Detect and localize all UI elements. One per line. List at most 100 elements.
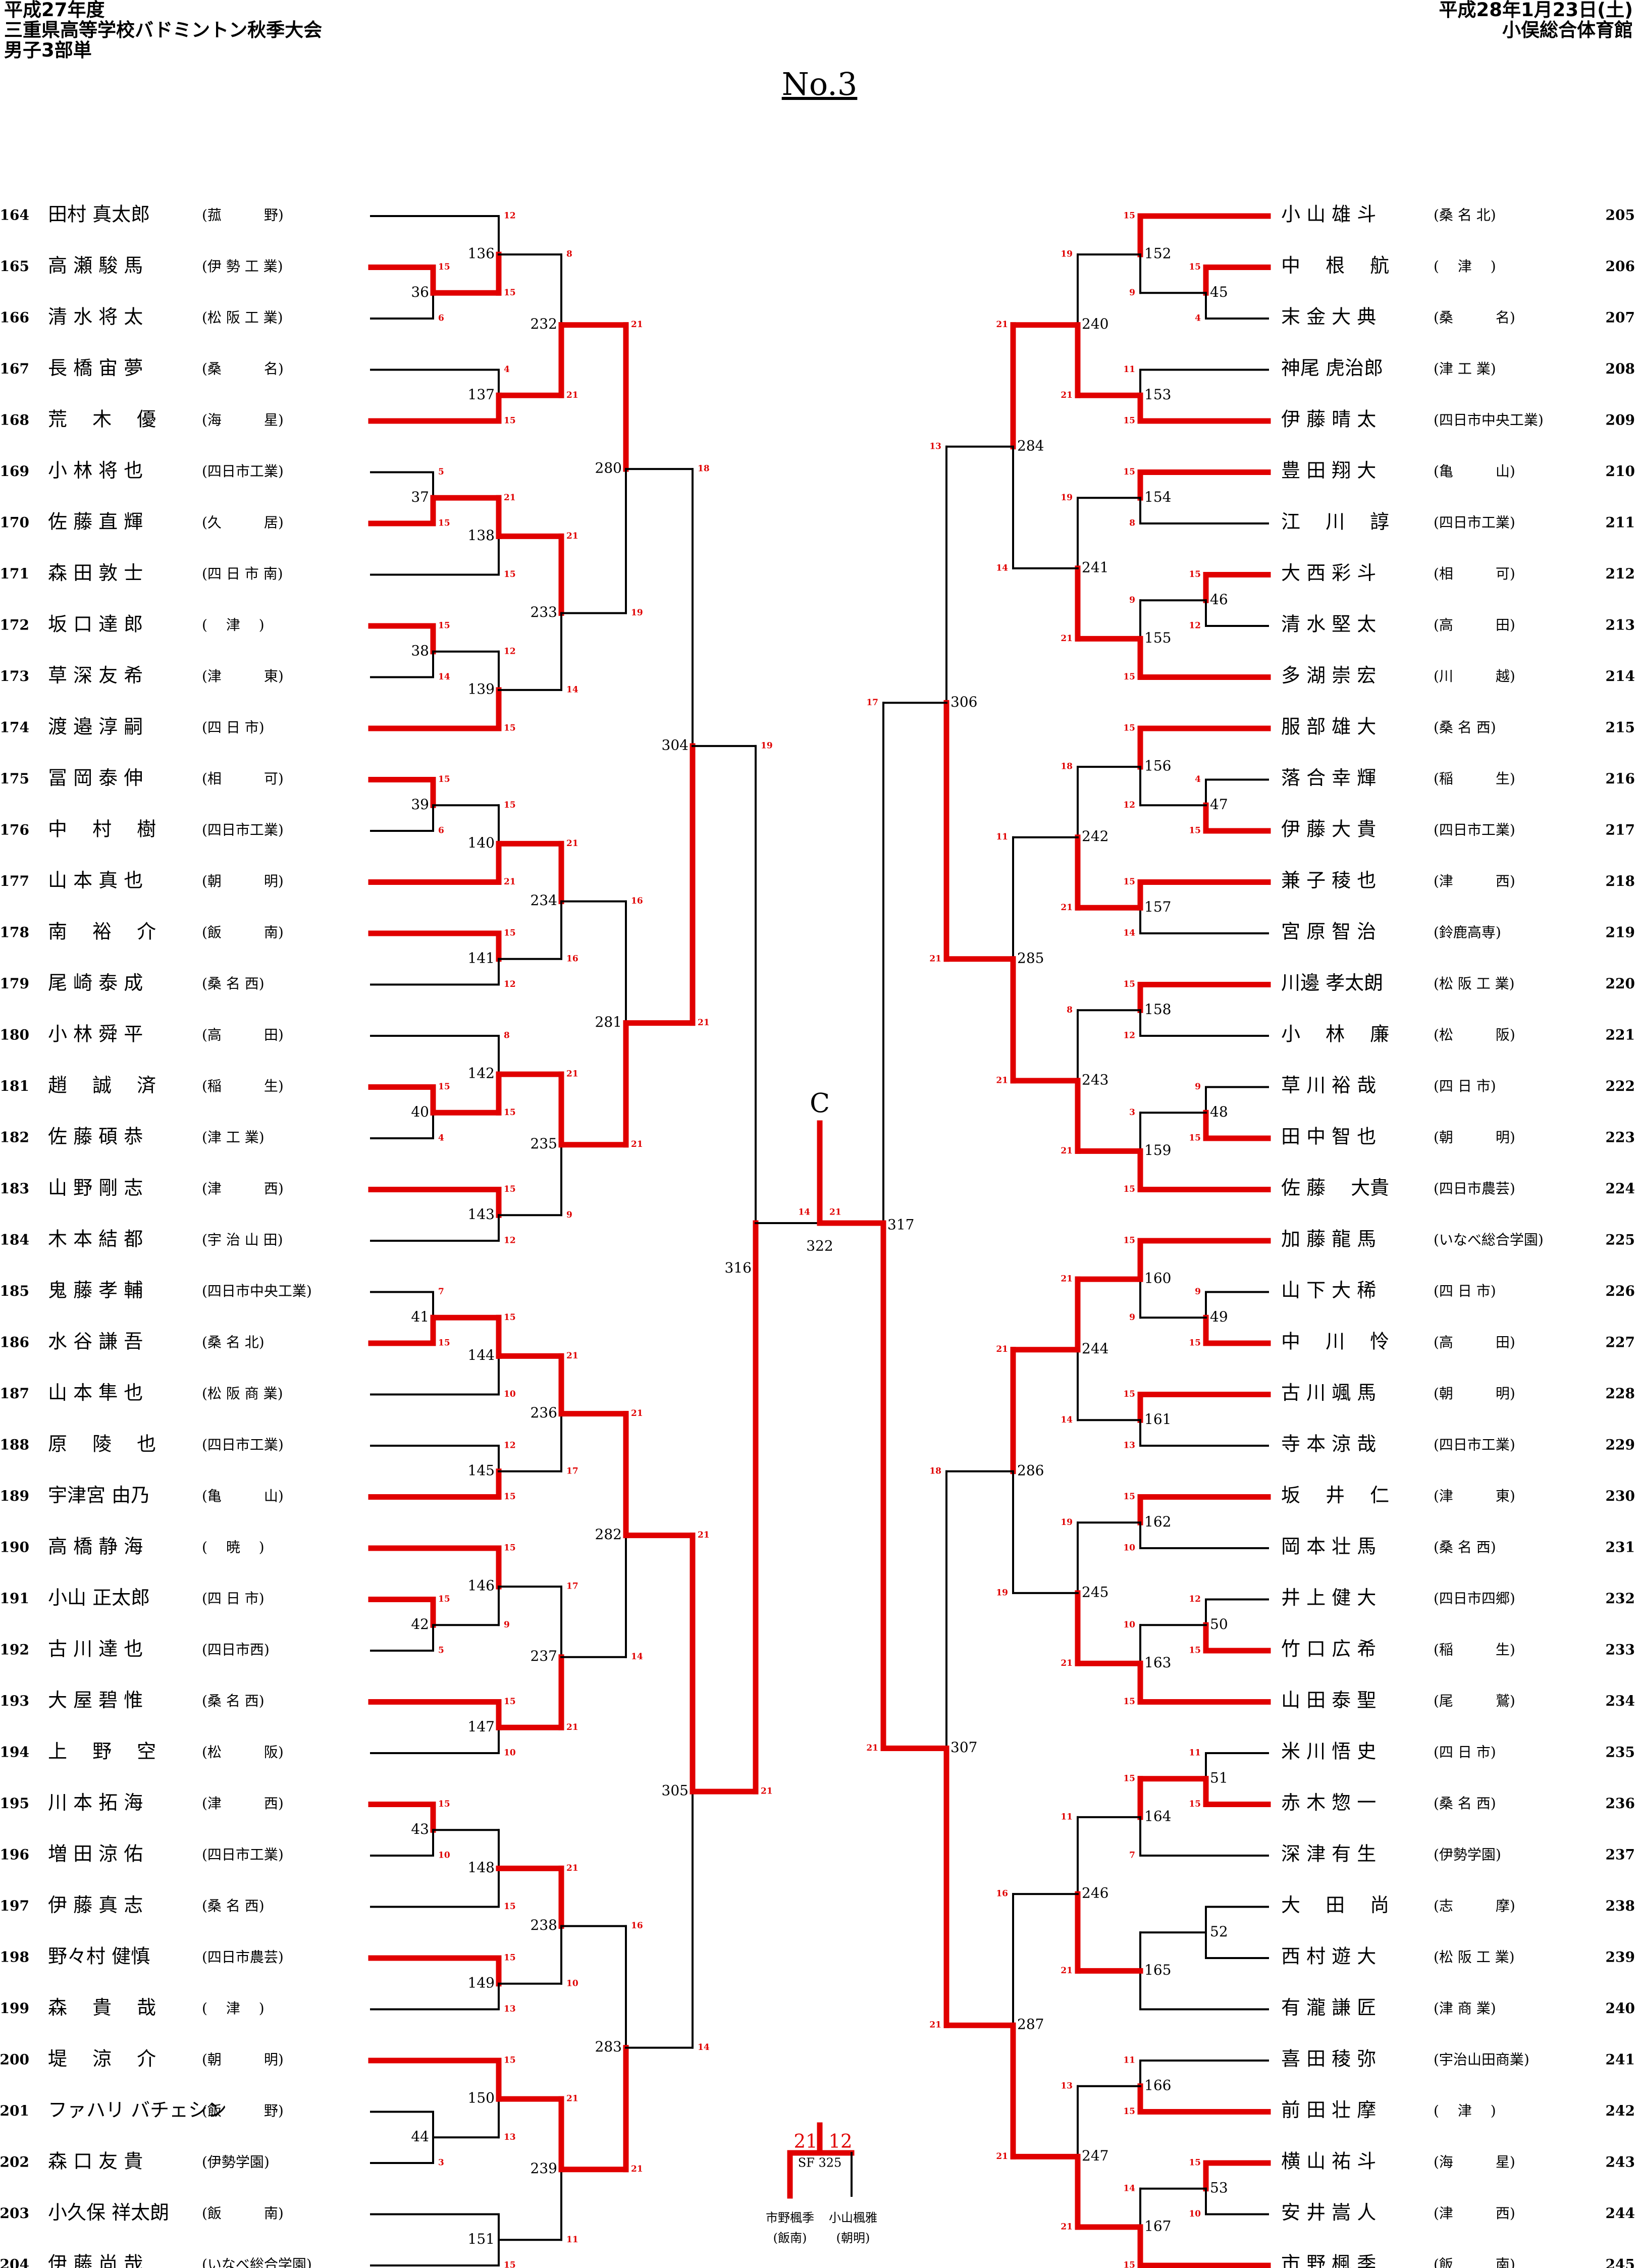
player-number: 195 [0,1795,29,1812]
match-score: 15 [1123,467,1135,477]
final-score: 14 [798,1207,810,1218]
match-number: 305 [662,1782,689,1799]
player-number: 169 [0,463,29,480]
match-score: 5 [438,1646,444,1656]
match-score: 21 [631,1408,643,1418]
player-school: (桑 名) [202,360,284,377]
player-number: 193 [0,1693,29,1709]
match-score: 10 [438,1851,450,1861]
match-score: 15 [1123,1697,1135,1707]
division-name: 男子3部単 [4,39,92,61]
player-number: 167 [0,360,29,377]
match-score: 15 [438,262,450,272]
player-number: 223 [1606,1129,1635,1146]
player-school: (松 阪) [202,1744,284,1761]
player-name: 小久保 祥太朗 [48,2201,169,2224]
match-score: 12 [1123,800,1135,810]
player-number: 165 [0,258,29,275]
player-name: 草 川 裕 哉 [1281,1074,1376,1096]
match-number: 38 [411,642,429,659]
match-score: 21 [504,493,516,503]
match-score: 13 [1061,2081,1073,2091]
player-school: (四 日 市 南) [202,565,283,582]
match-score: 7 [1129,1851,1135,1861]
match-number: 247 [1082,2147,1108,2164]
header-right: 平成28年1月23日(土) 小俣総合体育館 [1439,0,1633,40]
match-score: 3 [1129,1107,1135,1118]
player-school: (桑 名 西) [1434,1539,1496,1556]
player-school: (四日市工業) [202,1437,284,1453]
player-name: 山 本 隼 也 [48,1382,143,1404]
match-score: 19 [761,741,773,751]
player-name: 坂 口 達 郎 [48,613,143,636]
player-name: 冨 岡 泰 伸 [48,767,143,789]
match-score: 15 [438,1799,450,1809]
player-name: 高 橋 静 海 [48,1536,143,1558]
match-number: 235 [531,1135,557,1152]
match-score: 11 [1189,1748,1201,1758]
player-name: 井 上 健 大 [1281,1587,1376,1609]
match-number: 149 [468,1974,495,1991]
player-school: (宇 治 山 田) [202,1232,283,1248]
player-name: 田村 真太郎 [48,203,150,226]
match-score: 14 [438,672,450,682]
player-school: (稲 生) [1434,1642,1515,1658]
player-number: 243 [1606,2154,1635,2171]
consolation-school-left: (飯南) [773,2231,807,2245]
player-school: (朝 明) [202,2051,284,2068]
match-score: 15 [1123,723,1135,733]
match-number: 165 [1144,1962,1171,1978]
match-score: 15 [504,416,516,426]
player-name: 坂 井 仁 [1281,1484,1389,1506]
match-score: 6 [438,313,444,324]
match-score: 19 [1061,1517,1073,1527]
player-number: 213 [1606,617,1635,634]
player-number: 185 [0,1283,29,1299]
player-number: 205 [1606,207,1635,224]
match-number: 246 [1082,1885,1108,1902]
player-school: (津 東) [1434,1488,1515,1504]
player-number: 208 [1606,360,1635,377]
match-number: 43 [411,1821,429,1837]
player-number: 199 [0,2000,29,2017]
match-number: 287 [1017,2016,1044,2033]
match-score: 21 [631,1139,643,1149]
match-score: 21 [996,1344,1008,1354]
player-school: (飯 野) [202,2102,284,2119]
player-number: 180 [0,1027,29,1043]
player-number: 239 [1606,1949,1635,1966]
match-score: 18 [929,1466,941,1476]
player-name: 深 津 有 生 [1281,1843,1376,1865]
match-number: 154 [1144,489,1171,505]
match-score: 18 [698,464,710,474]
player-school: (津 工 業) [1434,360,1496,377]
player-number: 238 [1606,1897,1635,1914]
player-school: (四 日 市) [202,1590,265,1607]
player-name: 米 川 悟 史 [1281,1740,1376,1763]
final-score: 21 [829,1207,841,1218]
player-number: 245 [1606,2256,1635,2268]
match-score: 21 [866,1743,878,1753]
match-score: 16 [566,954,578,964]
player-school: (桑 名) [1434,309,1515,326]
match-number: 166 [1144,2077,1171,2093]
match-score: 14 [996,563,1008,573]
player-name: 森 貴 哉 [48,1996,156,2019]
player-name: 小 山 雄 斗 [1281,203,1376,226]
player-number: 168 [0,412,29,429]
match-score: 15 [504,1697,516,1707]
match-number: 137 [468,386,495,403]
match-score: 9 [566,1210,572,1220]
match-number: 41 [411,1308,429,1325]
match-score: 12 [504,979,516,989]
match-number: 151 [468,2231,495,2247]
player-number: 209 [1606,412,1635,429]
match-number: 141 [468,950,495,966]
player-name: 古 川 達 也 [48,1638,143,1660]
player-number: 178 [0,924,29,941]
player-name: 古 川 颯 馬 [1281,1382,1376,1404]
match-score: 21 [566,2094,578,2104]
player-name: 川 本 拓 海 [48,1791,143,1814]
player-school: (朝 明) [202,873,284,889]
match-number: 146 [468,1577,495,1594]
